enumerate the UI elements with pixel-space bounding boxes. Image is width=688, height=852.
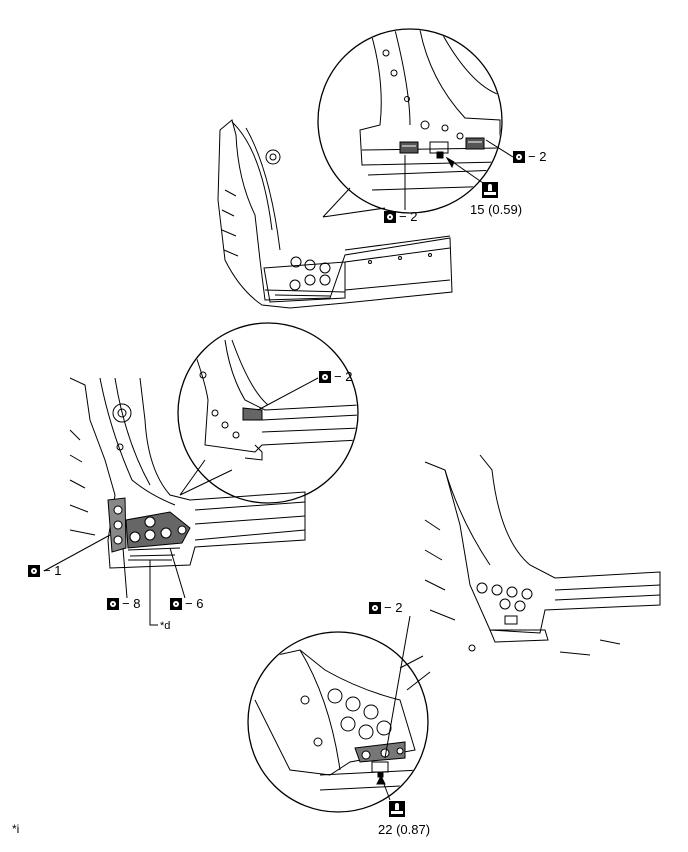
top-torque-arrow: [445, 156, 455, 169]
middle-sill-lines: [127, 547, 181, 557]
top-bottom-callout: − 2: [399, 209, 418, 224]
top-body-view: [217, 119, 453, 309]
mid-1-leader: [43, 534, 111, 572]
mid-6-callout: − 6: [185, 596, 204, 611]
bolt-symbol-icon: [369, 602, 381, 614]
mid-top-callout: − 2: [334, 369, 353, 384]
corner-ref-label: *i: [12, 822, 20, 836]
mid-8-leader: [122, 547, 128, 599]
middle-detail-circle: [177, 322, 359, 504]
low-top-leader: [384, 615, 411, 759]
bolt-symbol-icon: [319, 371, 331, 383]
low-torque-arrow: [376, 774, 386, 785]
mid-detail-pointer: [179, 459, 233, 496]
top-right-callout: − 2: [528, 149, 547, 164]
lower-detail-circle: [247, 631, 429, 813]
torque-wrench-icon: [482, 182, 498, 198]
lower-body-view: [424, 454, 661, 656]
top-torque-label: 15 (0.59): [470, 202, 523, 217]
top-detail-pointer: [322, 187, 386, 218]
mid-6-leader: [169, 547, 186, 599]
low-torque-label: 22 (0.87): [378, 822, 431, 837]
middle-body-view: [69, 377, 306, 569]
middle-highlight-patches: [107, 497, 191, 553]
top-right-leader: [485, 139, 514, 158]
bolt-symbol-icon: [513, 151, 525, 163]
torque-wrench-icon: [389, 801, 405, 817]
top-detail-circle: [317, 28, 503, 214]
bolt-symbol-icon: [170, 598, 182, 610]
mid-top-leader: [257, 377, 319, 411]
mid-8-callout: − 8: [122, 596, 141, 611]
bolt-symbol-icon: [384, 211, 396, 223]
bolt-symbol-icon: [107, 598, 119, 610]
mid-1-callout: − 1: [43, 563, 62, 578]
low-top-callout: − 2: [384, 600, 403, 615]
mid-ref-bracket: [128, 559, 172, 626]
mid-ref-label: *d: [160, 620, 171, 632]
bolt-symbol-icon: [28, 565, 40, 577]
